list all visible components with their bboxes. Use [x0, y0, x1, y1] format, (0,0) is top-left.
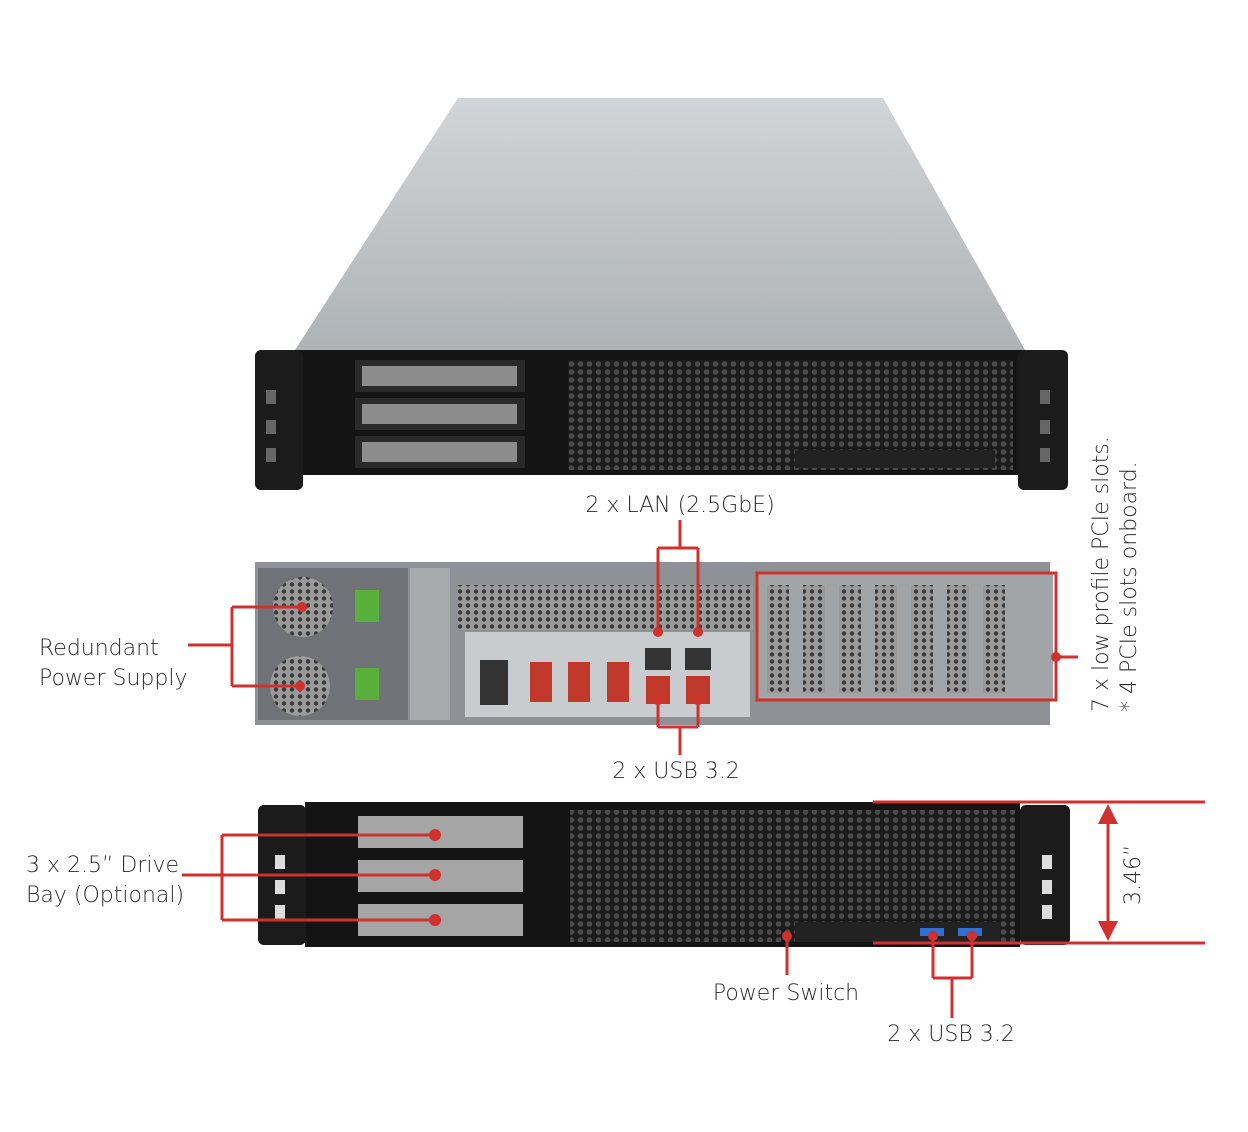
height-label: 3.46”	[1121, 845, 1146, 905]
front-usb-callout: 2 x USB 3.2	[887, 931, 1015, 1047]
front-vent-grille	[570, 810, 1015, 942]
top-cover	[295, 98, 1025, 350]
rear-usb-callout: 2 x USB 3.2	[612, 695, 740, 784]
pcie-callout: 7 x low profile PCIe slots. * 4 PCIe slo…	[755, 436, 1142, 712]
power-switch-label: Power Switch	[713, 981, 859, 1006]
front-usb-label: 2 x USB 3.2	[887, 1022, 1014, 1047]
drive-tray	[358, 816, 523, 848]
lan-label: 2 x LAN (2.5GbE)	[585, 493, 774, 518]
right-rack-ear	[1020, 805, 1070, 945]
pcie-label-line1: 7 x low profile PCIe slots.	[1089, 436, 1114, 712]
pcie-label-line2: * 4 PCIe slots onboard.	[1117, 461, 1142, 712]
server-front-view	[258, 802, 1070, 947]
lan-port	[685, 648, 711, 670]
lan-callout: 2 x LAN (2.5GbE)	[585, 493, 775, 637]
pcie-slot-area	[757, 573, 1053, 700]
psu-label-line2: Power Supply	[39, 666, 187, 691]
drive-bay-label-line1: 3 x 2.5” Drive	[26, 853, 179, 878]
rear-vent	[458, 585, 753, 630]
height-dimension: 3.46”	[873, 800, 1205, 945]
left-rack-ear	[255, 350, 303, 490]
psu-label-line1: Redundant	[39, 636, 159, 661]
lan-port	[645, 648, 671, 670]
rear-usb-label: 2 x USB 3.2	[612, 759, 739, 784]
drive-bay-label-line2: Bay (Optional)	[26, 883, 184, 908]
front-io-strip	[795, 450, 995, 468]
server-top-view	[255, 98, 1068, 490]
power-switch-callout: Power Switch	[713, 931, 859, 1006]
front-io-strip	[795, 922, 1000, 942]
drive-bay-callout: 3 x 2.5” Drive Bay (Optional)	[26, 829, 441, 926]
psu-callout: Redundant Power Supply	[39, 602, 307, 691]
